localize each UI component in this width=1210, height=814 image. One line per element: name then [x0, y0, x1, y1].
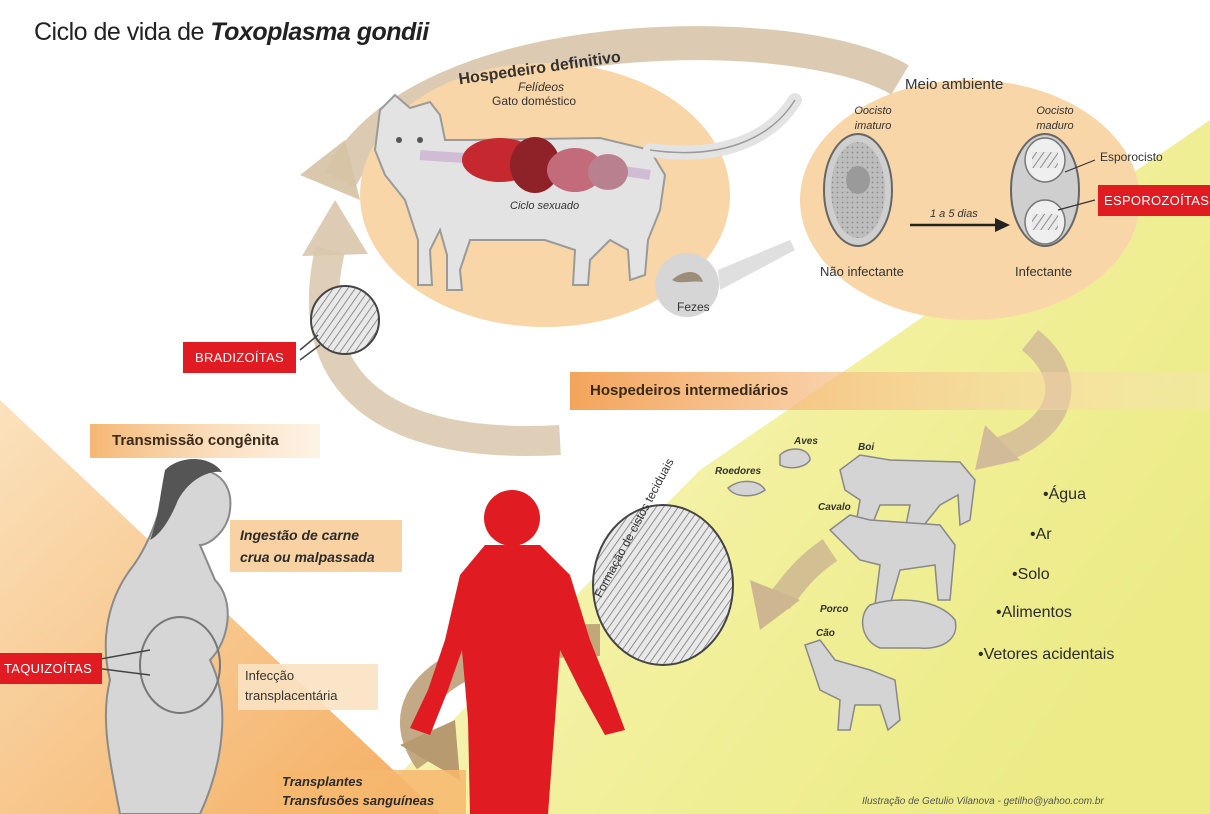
transplacental-line1: Infecção: [245, 668, 294, 683]
animal-label-dog: Cão: [816, 628, 835, 639]
page-title: Ciclo de vida de Toxoplasma gondii: [34, 18, 429, 47]
source-water: •Água: [1043, 486, 1086, 504]
congenital-heading: Transmissão congênita: [112, 432, 279, 449]
immature-oocyst-label: Oocisto imaturo: [848, 104, 898, 134]
intermediate-hosts-heading: Hospedeiros intermediários: [590, 382, 788, 399]
ingestion-line1: Ingestão de carne: [240, 524, 359, 546]
animal-label-birds: Aves: [794, 436, 818, 447]
animal-label-horse: Cavalo: [818, 502, 851, 513]
mature-oocyst-label: Oocisto maduro: [1030, 104, 1080, 134]
feces-label: Fezes: [677, 300, 710, 314]
animal-label-rodents: Roedores: [715, 466, 761, 477]
domestic-cat-label: Gato doméstico: [492, 94, 576, 108]
environment-heading: Meio ambiente: [905, 76, 1003, 93]
infective-label: Infectante: [1015, 264, 1072, 279]
source-food: •Alimentos: [996, 604, 1072, 622]
sporozoites-label: ESPOROZOÍTAS: [1098, 185, 1210, 216]
animal-label-pig: Porco: [820, 604, 848, 615]
transplacental-line2: transplacentária: [245, 688, 338, 703]
not-infective-label: Não infectante: [820, 264, 904, 279]
illustration-credit: Ilustração de Getulio Vilanova - getilho…: [862, 796, 1104, 807]
transplant-line2: Transfusões sanguíneas: [282, 791, 434, 810]
sporocyst-label: Esporocisto: [1100, 150, 1163, 164]
source-soil: •Solo: [1012, 566, 1050, 584]
sexual-cycle-label: Ciclo sexuado: [510, 200, 579, 212]
source-vectors: •Vetores acidentais: [978, 646, 1114, 664]
source-air: •Ar: [1030, 526, 1052, 544]
felids-label: Felídeos: [518, 80, 564, 94]
tachyzoites-label: TAQUIZOÍTAS: [0, 653, 102, 684]
duration-label: 1 a 5 dias: [930, 208, 978, 220]
transplant-line1: Transplantes: [282, 772, 363, 791]
ingestion-line2: crua ou malpassada: [240, 546, 375, 568]
animal-label-ox: Boi: [858, 442, 874, 453]
bradyzoites-label: BRADIZOÍTAS: [183, 342, 296, 373]
